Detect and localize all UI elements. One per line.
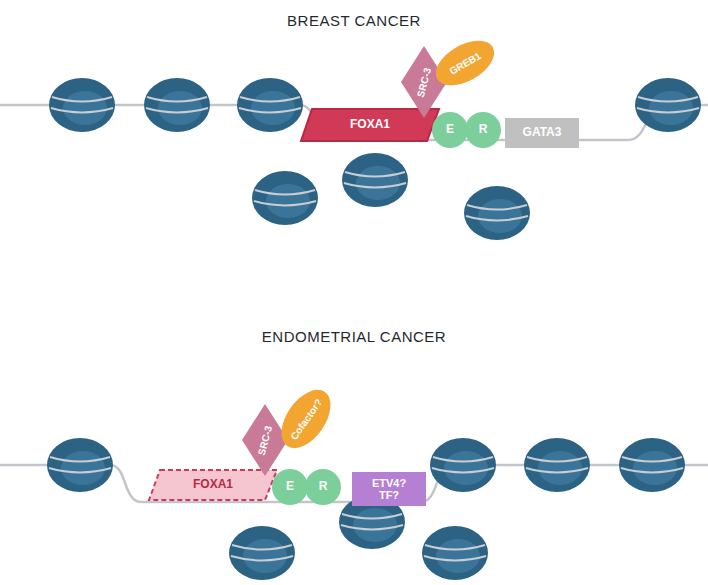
- nucleosome: [422, 526, 488, 580]
- receptor-subunit: R: [305, 469, 341, 505]
- nucleosome: [342, 153, 408, 207]
- transcription-factor-box: ETV4? TF?: [352, 472, 426, 506]
- nucleosome: [635, 78, 701, 132]
- nucleosome: [229, 526, 295, 580]
- node-label: ETV4? TF?: [366, 477, 412, 501]
- nucleosome: [49, 78, 115, 132]
- foxa1-box: FOXA1: [148, 469, 278, 501]
- panel-heading: ENDOMETRIAL CANCER: [262, 328, 446, 345]
- transcription-factor-box: GATA3: [505, 118, 579, 148]
- nucleosome: [47, 438, 113, 492]
- nucleosome: [619, 438, 685, 492]
- nucleosome: [524, 438, 590, 492]
- nucleosome: [430, 438, 496, 492]
- node-label: E: [286, 480, 294, 493]
- node-label: R: [319, 480, 328, 493]
- nucleosome: [237, 78, 303, 132]
- node-label: FOXA1: [193, 478, 233, 491]
- node-label: FOXA1: [350, 118, 390, 131]
- node-label: Cofactor?: [288, 397, 324, 442]
- coactivator-diamond: SRC-3: [242, 404, 288, 476]
- node-label: GREB1: [447, 50, 482, 77]
- receptor-subunit: R: [465, 112, 501, 148]
- receptor-subunit: E: [272, 469, 308, 505]
- nucleosome: [464, 186, 530, 240]
- nucleosome: [252, 171, 318, 225]
- node-label: R: [479, 123, 488, 136]
- node-label: GATA3: [523, 126, 562, 139]
- nucleosome: [144, 78, 210, 132]
- node-label: E: [446, 123, 454, 136]
- receptor-subunit: E: [432, 112, 468, 148]
- foxa1-box: FOXA1: [300, 108, 440, 142]
- panel-heading: BREAST CANCER: [287, 12, 421, 29]
